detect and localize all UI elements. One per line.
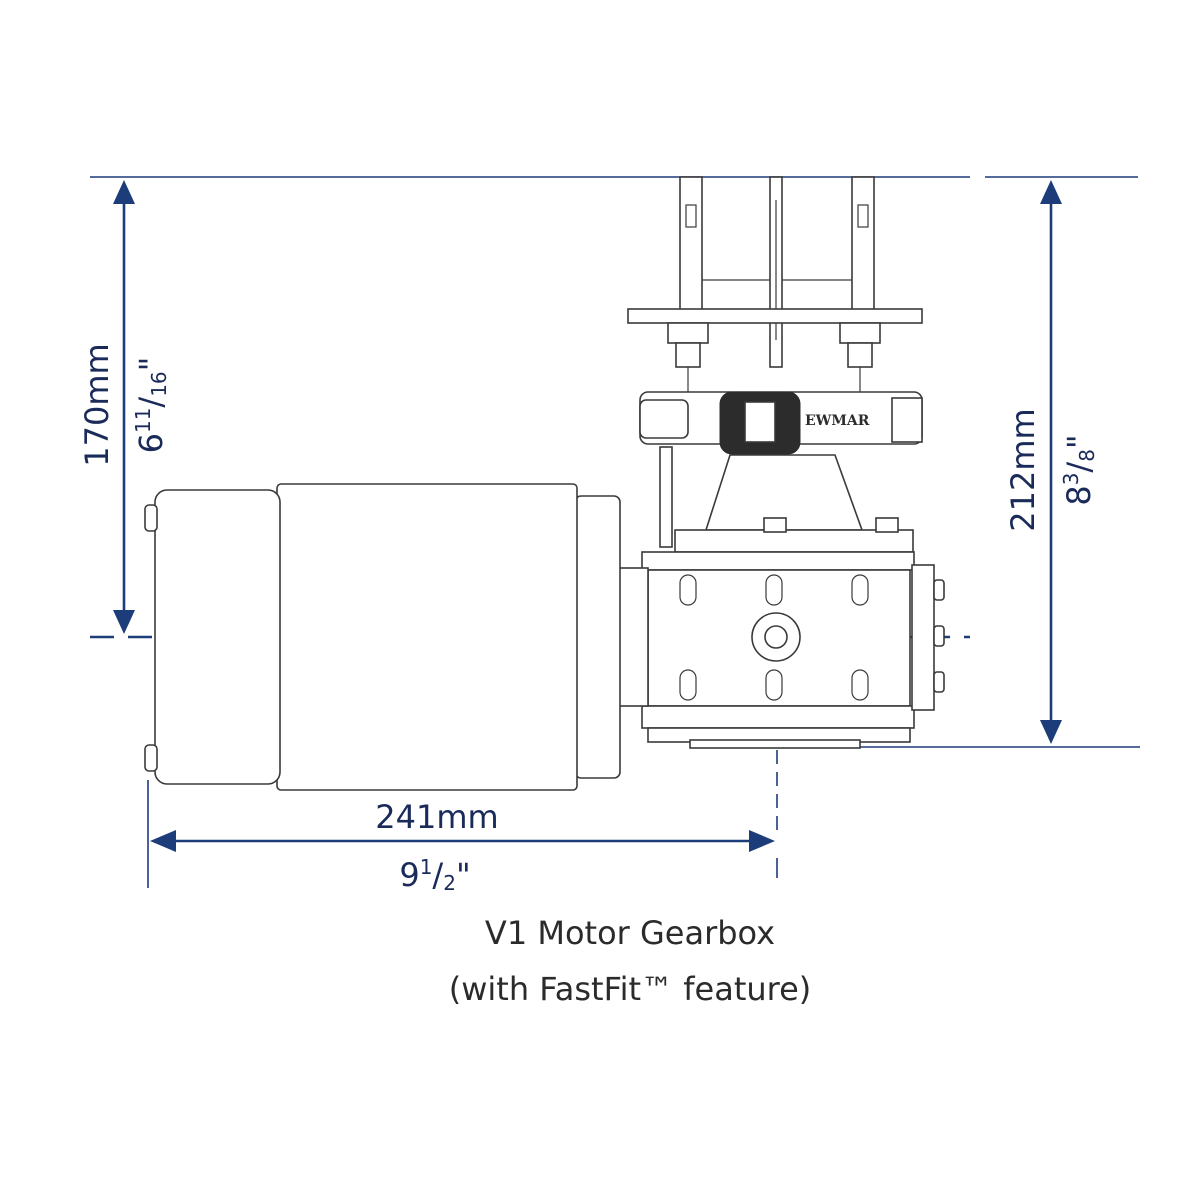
motor <box>144 483 621 791</box>
dimension-length: 241mm 91/2" <box>150 798 775 895</box>
bracket-slot-left <box>685 204 697 228</box>
end-bolt-1 <box>933 579 945 601</box>
cap-bolt-1 <box>763 517 787 533</box>
clamp-hinge <box>639 399 689 439</box>
clamp-knob-nut <box>744 401 776 443</box>
dim-212-arrow-bottom <box>1040 720 1062 744</box>
motor-end-stud-bottom <box>144 744 158 772</box>
clamp-latch <box>891 397 923 443</box>
motor-can <box>276 483 578 791</box>
motor-end-stud-top <box>144 504 158 532</box>
bracket-left-leg <box>679 176 703 318</box>
rib-upper-3 <box>851 574 869 606</box>
bracket-slot-right <box>857 204 869 228</box>
gearbox-end-plate <box>911 564 935 711</box>
bracket-right-leg <box>851 176 875 318</box>
dim-170-arrow-top <box>113 180 135 204</box>
gearbox-housing <box>617 446 945 749</box>
gearbox-lower-band <box>641 705 915 729</box>
gearbox-side-flange <box>659 446 673 548</box>
motor-adapter <box>617 567 649 707</box>
output-shaft-inner <box>764 625 788 649</box>
gearbox-top-cap <box>674 529 914 553</box>
dim-170-arrow-bottom <box>113 610 135 634</box>
caption-title: V1 Motor Gearbox <box>485 914 775 952</box>
dim-170-mm-label: 170mm <box>78 343 116 466</box>
rib-lower-3 <box>851 669 869 701</box>
brand-label: EWMAR <box>805 413 870 429</box>
bolt-left <box>675 342 701 368</box>
dim-241-mm-label: 241mm <box>375 798 498 836</box>
dim-241-arrow-left <box>150 830 176 852</box>
dim-241-in-label: 91/2" <box>399 855 470 895</box>
rib-upper-1 <box>679 574 697 606</box>
mounting-bracket <box>627 176 923 392</box>
rib-lower-1 <box>679 669 697 701</box>
dimension-height-to-center: 170mm 611/16" <box>78 180 171 634</box>
dimension-total-height: 212mm 83/8" <box>1004 180 1099 744</box>
end-bolt-2 <box>933 625 945 647</box>
dim-212-mm-label: 212mm <box>1004 408 1042 531</box>
reference-lines <box>90 176 1140 888</box>
fastfit-clamp: EWMAR <box>639 391 923 455</box>
gearbox-foot <box>689 739 861 749</box>
dim-170-in-label: 611/16" <box>131 357 171 454</box>
cap-bolt-2 <box>875 517 899 533</box>
bolt-nut-left <box>667 322 709 344</box>
mounting-plate <box>627 308 923 324</box>
gearbox-upper-band <box>641 551 915 571</box>
caption-subtitle: (with FastFit™ feature) <box>449 970 812 1008</box>
end-bolt-3 <box>933 671 945 693</box>
dim-212-arrow-top <box>1040 180 1062 204</box>
dim-212-in-label: 83/8" <box>1059 434 1099 505</box>
bolt-right <box>847 342 873 368</box>
dim-241-arrow-right <box>749 830 775 852</box>
bolt-nut-right <box>839 322 881 344</box>
motor-front-flange <box>574 495 621 779</box>
rib-upper-2 <box>765 574 783 606</box>
motor-end-cap <box>154 489 281 785</box>
rib-lower-2 <box>765 669 783 701</box>
